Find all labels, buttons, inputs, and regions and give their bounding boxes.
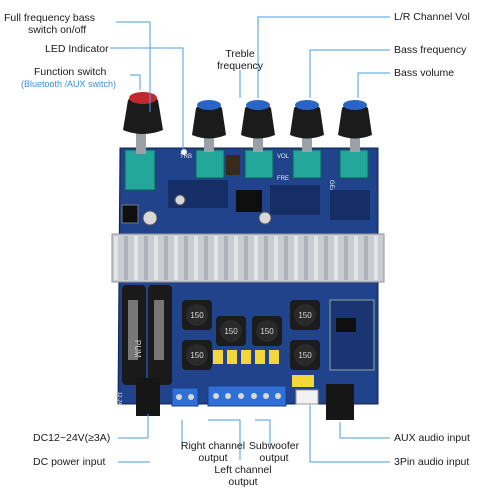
knob-function-switch[interactable] [123, 92, 163, 154]
inductor-marking: 150 [224, 327, 238, 336]
knob-bass-frequency[interactable] [290, 100, 324, 152]
inductor-core [220, 320, 242, 342]
yellow-capacitor-row [213, 350, 314, 387]
heatsink-fin [334, 236, 338, 280]
label-subwoofer-output: Subwoofer output [248, 440, 300, 464]
callout-lines [110, 16, 390, 463]
heatsink-fin [164, 236, 168, 280]
label-3pin-audio-input: 3Pin audio input [394, 456, 470, 468]
bluetooth-module [329, 299, 375, 371]
inductor-marking: 150 [298, 351, 312, 360]
inductor-core [186, 344, 208, 366]
heatsink [111, 233, 385, 283]
knob-treble[interactable] [192, 100, 226, 152]
inductor-marking: 150 [190, 351, 204, 360]
heatsink-fin [274, 236, 278, 280]
heatsink-fin [214, 236, 218, 280]
heatsink-fin [254, 236, 258, 280]
heatsink-fin [244, 236, 248, 280]
dc-jack [136, 378, 160, 416]
heatsink-fin [354, 236, 358, 280]
label-right-channel-output: Right channel output [180, 440, 246, 464]
smd-components [121, 180, 370, 226]
inductor-core [256, 320, 278, 342]
label-bass-frequency: Bass frequency [394, 44, 467, 56]
label-left-channel-output: Left channel output [214, 464, 272, 488]
silk-dc-mark: 12-24V [116, 392, 122, 409]
label-led-indicator: LED Indicator [45, 43, 109, 55]
heatsink-fin [154, 236, 158, 280]
knob-bass-volume[interactable] [338, 100, 372, 152]
inductor-marking: 150 [260, 327, 274, 336]
aux-jack [326, 384, 354, 420]
inductor-core [294, 304, 316, 326]
filter-capacitors: PUM [122, 285, 172, 385]
inductor-core [294, 344, 316, 366]
silk-cap-brand: PUM [133, 340, 142, 358]
inductor-core [186, 304, 208, 326]
heatsink-fin [294, 236, 298, 280]
silk-trb: TRB [180, 154, 192, 160]
heatsink-fin [324, 236, 328, 280]
heatsink-fin [284, 236, 288, 280]
heatsink-fin [364, 236, 368, 280]
inductor-marking: 150 [298, 311, 312, 320]
knob-lr-volume[interactable] [241, 100, 275, 152]
heatsink-fin [344, 236, 348, 280]
label-aux-audio-input: AUX audio input [394, 432, 470, 444]
label-lr-channel-vol: L/R Channel Vol [394, 11, 470, 23]
heatsink-fin [194, 236, 198, 280]
heatsink-fin [184, 236, 188, 280]
heatsink-fin [134, 236, 138, 280]
label-bass-volume: Bass volume [394, 67, 455, 79]
label-function-switch-sub: (Bluetooth /AUX switch) [21, 79, 117, 89]
bluetooth-chip [336, 318, 356, 332]
silk-vol: VOL [277, 154, 290, 160]
heatsink-fin [204, 236, 208, 280]
label-function-switch: Function switch [34, 66, 107, 78]
led-dot-icon [181, 149, 187, 155]
heatsink-fin [264, 236, 268, 280]
label-treble-frequency: Treble frequency [216, 48, 264, 72]
heatsink-fin [114, 236, 118, 280]
output-terminals [171, 385, 287, 407]
heatsink-fin [304, 236, 308, 280]
pin3-connector [295, 389, 319, 405]
inductor-group: 150 150 150 150 150 150 [182, 300, 320, 370]
heatsink-fin [224, 236, 228, 280]
heatsink-fin [144, 236, 148, 280]
label-dc-power-input: DC power input [33, 456, 106, 468]
inductor-marking: 150 [190, 311, 204, 320]
heatsink-fin [234, 236, 238, 280]
heatsink-fin [314, 236, 318, 280]
label-full-bass: Full frequency bass switch on/off [4, 12, 96, 36]
heatsink-fin [374, 236, 378, 280]
silk-fre: FRE [277, 176, 289, 182]
heatsink-fin [174, 236, 178, 280]
heatsink-fin [124, 236, 128, 280]
label-dc-voltage: DC12~24V(≥3A) [33, 432, 111, 444]
